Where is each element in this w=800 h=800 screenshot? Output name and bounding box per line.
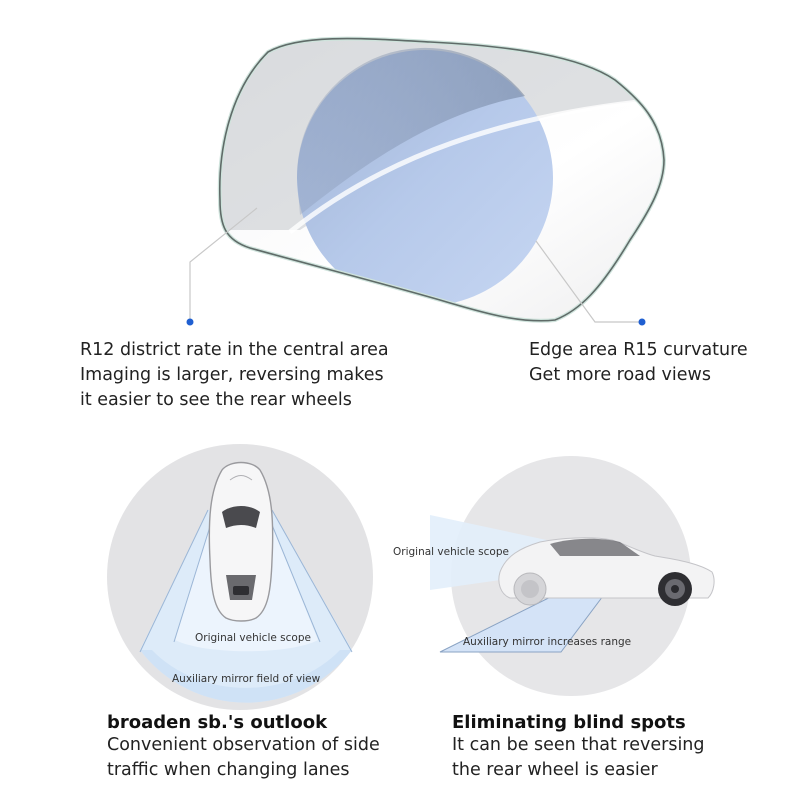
feature-blindspot-body: It can be seen that reversing the rear w… bbox=[452, 735, 705, 780]
callout-line-center bbox=[189, 207, 258, 322]
feature-outlook-title: broaden sb.'s outlook bbox=[107, 712, 328, 733]
outlook-diagram bbox=[107, 444, 373, 710]
car-side-view-icon bbox=[498, 537, 715, 606]
feature-outlook-body: Convenient observation of side traffic w… bbox=[107, 735, 380, 780]
outlook-outer-label: Auxiliary mirror field of view bbox=[172, 673, 321, 685]
blindspot-inner-label: Original vehicle scope bbox=[393, 546, 509, 558]
callout-center-text: R12 district rate in the central area Im… bbox=[80, 340, 389, 410]
mirror-glass bbox=[217, 36, 667, 323]
feature-blindspot-title: Eliminating blind spots bbox=[452, 712, 686, 733]
blindspot-outer-label: Auxiliary mirror increases range bbox=[463, 636, 632, 648]
callout-dot-center bbox=[186, 318, 194, 326]
feature-outlook: broaden sb.'s outlook Convenient observa… bbox=[107, 712, 380, 783]
feature-blindspot: Eliminating blind spots It can be seen t… bbox=[452, 712, 705, 783]
outlook-inner-label: Original vehicle scope bbox=[195, 632, 311, 644]
car-top-view-icon bbox=[208, 461, 274, 622]
callout-edge-text: Edge area R15 curvature Get more road vi… bbox=[529, 340, 748, 385]
callout-dot-edge bbox=[638, 318, 646, 326]
callout-line-edge bbox=[535, 240, 642, 323]
blindspot-diagram bbox=[430, 456, 715, 696]
